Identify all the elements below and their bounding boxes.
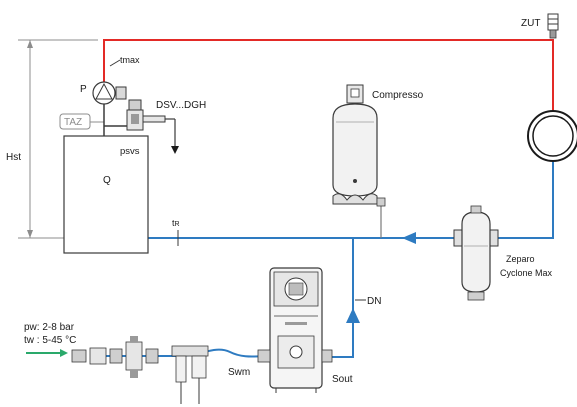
pump-label: P bbox=[80, 84, 87, 95]
supply-pipe bbox=[103, 39, 554, 112]
inlet-arrow-head bbox=[60, 349, 68, 357]
tmax-sensor bbox=[109, 59, 121, 67]
heat-consumer bbox=[527, 110, 577, 162]
inlet-fittings bbox=[71, 336, 209, 404]
height-dimension bbox=[18, 39, 98, 239]
hst-label: Hst bbox=[6, 152, 21, 163]
swm-label: Swm bbox=[228, 367, 250, 378]
flow-arrow-return bbox=[402, 232, 416, 244]
return-pipe bbox=[148, 160, 554, 239]
tr-label: tR bbox=[172, 218, 180, 228]
zut-label: ZUT bbox=[521, 18, 540, 29]
safety-valve bbox=[126, 99, 179, 154]
heat-source-q-label: Q bbox=[103, 175, 111, 186]
tw-label: tw : 5-45 °C bbox=[24, 335, 76, 346]
taz-label: TAZ bbox=[64, 117, 82, 128]
dn-label: DN bbox=[367, 296, 381, 307]
dsv-label: DSV...DGH bbox=[156, 100, 206, 111]
flow-arrow-dn bbox=[346, 308, 360, 323]
sout-label: Sout bbox=[332, 374, 353, 385]
compresso-vessel bbox=[332, 84, 386, 207]
dn-pipe bbox=[327, 238, 354, 358]
tmax-label: tmax bbox=[120, 55, 140, 65]
zeparo-label-line1: Zeparo bbox=[506, 254, 535, 264]
zeparo-separator bbox=[453, 205, 499, 301]
zeparo-label-line2: Cyclone Max bbox=[500, 268, 553, 278]
zut-vent bbox=[547, 13, 559, 39]
softener-unit bbox=[257, 267, 333, 393]
psvs-label: psvs bbox=[120, 146, 140, 157]
pw-label: pw: 2-8 bar bbox=[24, 322, 75, 333]
compresso-label: Compresso bbox=[372, 90, 424, 101]
heat-source-box bbox=[63, 135, 149, 254]
pump bbox=[92, 81, 127, 105]
